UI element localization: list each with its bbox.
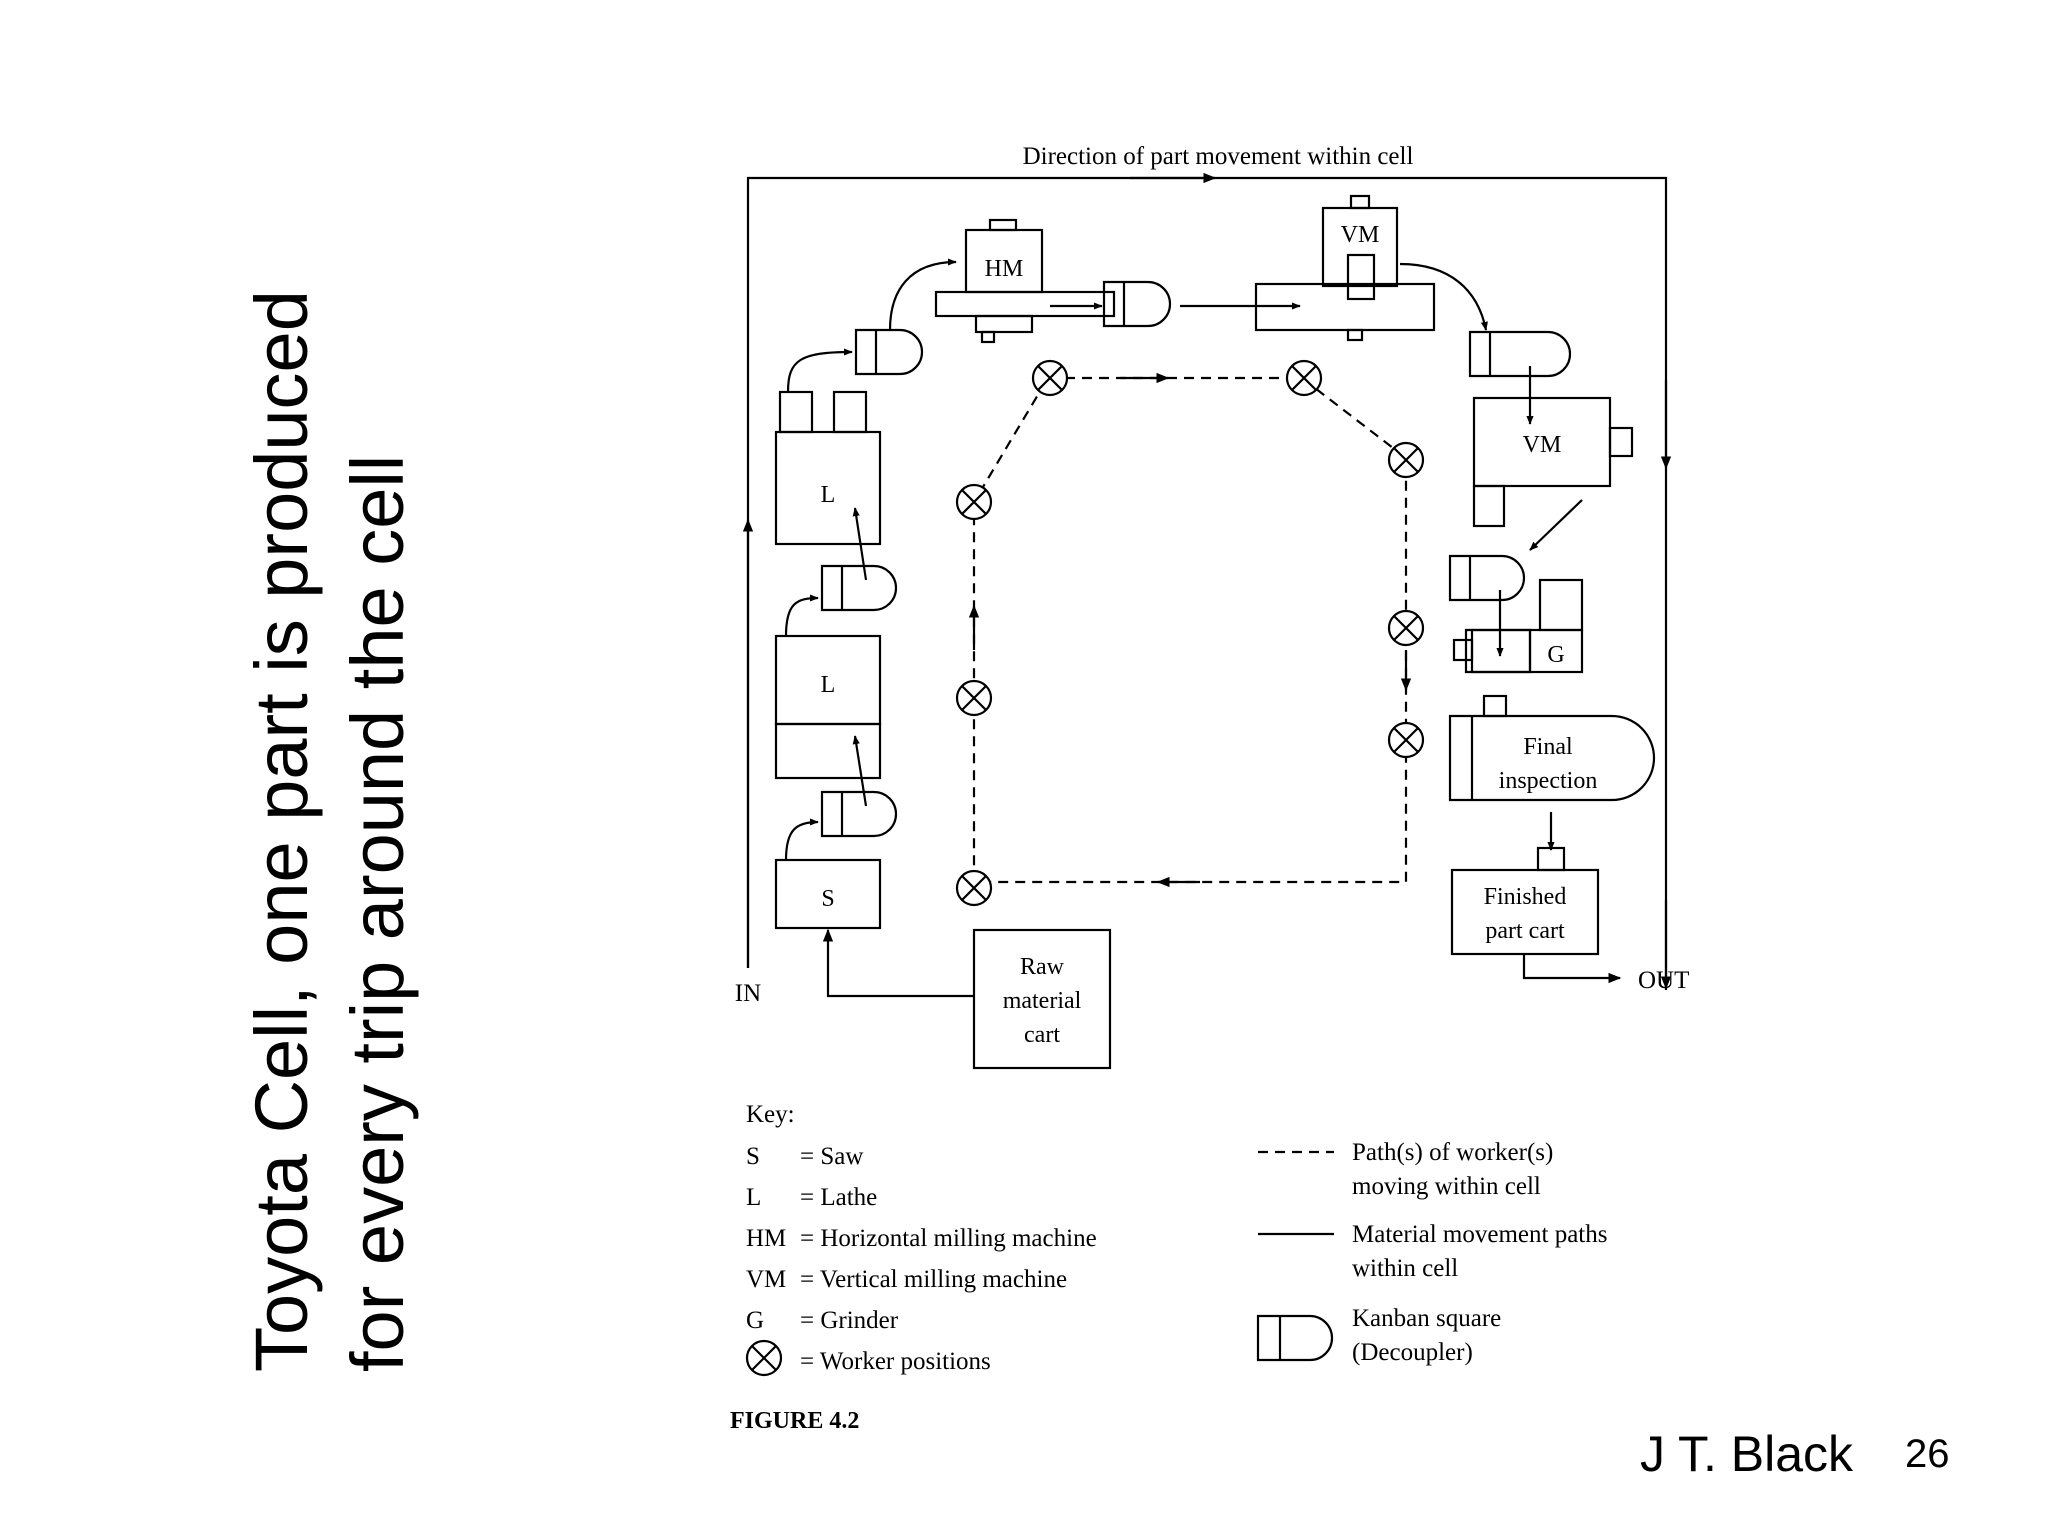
finished-cart-tab [1536, 846, 1566, 872]
lathe-top-chuck-right [832, 390, 868, 434]
vm-top-spindle [1346, 253, 1376, 301]
figure-caption: FIGURE 4.2 [730, 1408, 859, 1430]
material-loop-line [746, 176, 1668, 990]
grinder-machine [1470, 628, 1584, 674]
finished-cart-label-1: Finished [1484, 884, 1567, 910]
title-line-1: Toyota Cell, one part is produced [240, 290, 323, 1372]
worker-path [972, 376, 1408, 884]
flow-saw-to-kanban [784, 818, 819, 861]
legend-text: within cell [1352, 1255, 1458, 1282]
cart-to-out-path [1522, 954, 1622, 984]
hm-base [974, 314, 1034, 334]
key-code: L [746, 1184, 761, 1211]
key-desc: = Grinder [800, 1307, 899, 1334]
legend-worker-icon [745, 1339, 783, 1377]
legend-text: Material movement paths [1352, 1221, 1607, 1248]
lathe-top-chuck-left [778, 390, 814, 434]
kanban-square [1102, 280, 1172, 328]
key-desc: = Horizontal milling machine [800, 1225, 1097, 1252]
final-inspection-label-1: Final [1523, 734, 1573, 760]
raw-cart-label-2: material [1003, 988, 1082, 1014]
kanban-square [820, 564, 898, 612]
worker-position [955, 483, 993, 521]
final-inspection-tab [1482, 694, 1508, 718]
kanban-square [1448, 554, 1526, 602]
vm-right-leg [1472, 484, 1506, 528]
author: J T. Black [1640, 1426, 1854, 1482]
key-desc: = Worker positions [800, 1348, 991, 1375]
out-label: OUT [1638, 967, 1689, 994]
vm-right-tab [1608, 426, 1634, 458]
final-inspection-label-2: inspection [1499, 768, 1598, 794]
legend-text: Path(s) of worker(s) [1352, 1139, 1553, 1166]
worker-position [1387, 609, 1425, 647]
kanban-square [854, 328, 924, 376]
toyota-cell-diagram: Direction of part movement within cell I… [730, 143, 1689, 1430]
raw-to-saw-path [822, 928, 974, 998]
worker-position [1031, 359, 1069, 397]
hm-table [934, 290, 1116, 318]
saw-label: S [821, 886, 834, 912]
vm-top-label: VM [1341, 222, 1380, 248]
legend-text: moving within cell [1352, 1173, 1541, 1200]
worker-position [1387, 441, 1425, 479]
saw-machine [774, 858, 882, 930]
key-code: G [746, 1307, 764, 1334]
worker-position [1285, 359, 1323, 397]
legend-text: Kanban square [1352, 1305, 1501, 1332]
key-code: HM [746, 1225, 786, 1252]
direction-label: Direction of part movement within cell [1023, 143, 1414, 170]
key-desc: = Lathe [800, 1184, 877, 1211]
worker-position [955, 869, 993, 907]
lathe-top-label: L [821, 482, 836, 508]
lathe-bottom-base [774, 722, 882, 780]
kanban-square [820, 790, 898, 838]
title-line-2: for every trip around the cell [336, 454, 419, 1372]
key-code: S [746, 1143, 760, 1170]
in-label: IN [735, 980, 761, 1007]
vm-top-foot [1346, 328, 1364, 342]
hm-label: HM [985, 256, 1024, 282]
flow-lathe-bottom-to-kanban [784, 594, 819, 637]
flow-vm-right-to-kanban [1529, 499, 1583, 551]
flow-kanban-to-lathe-top [852, 507, 868, 581]
vm-right-label: VM [1523, 432, 1562, 458]
lathe-bottom-label: L [821, 672, 836, 698]
flow-lathe-to-kanban [786, 348, 853, 393]
legend-text: (Decoupler) [1352, 1339, 1473, 1366]
key-title: Key: [746, 1101, 795, 1128]
raw-material-cart [972, 928, 1112, 1070]
hm-top-tab [988, 218, 1018, 232]
flow-kanban-to-hm [888, 258, 957, 331]
key-code: VM [746, 1266, 786, 1293]
raw-cart-label-3: cart [1024, 1022, 1060, 1048]
page-number: 26 [1905, 1432, 1950, 1476]
key-desc: = Saw [800, 1143, 863, 1170]
raw-cart-label-1: Raw [1020, 954, 1065, 980]
finished-cart-label-2: part cart [1485, 918, 1565, 944]
legend-kanban-icon [1256, 1314, 1334, 1362]
flow-kanban-to-lathe-bottom [852, 735, 868, 807]
slide-title: Toyota Cell, one part is produced for ev… [234, 290, 654, 1372]
kanban-square [1464, 628, 1532, 674]
grinder-side-tab [1452, 638, 1474, 662]
hm-foot [980, 330, 996, 344]
vm-top-tab [1349, 194, 1371, 210]
worker-position [955, 679, 993, 717]
key-desc: = Vertical milling machine [800, 1266, 1067, 1293]
grinder-label: G [1547, 642, 1564, 668]
grinder-top [1538, 578, 1584, 632]
flow-vm-to-kanban [1399, 262, 1488, 331]
lathe-top-machine [774, 430, 882, 546]
kanban-square [1468, 330, 1572, 378]
worker-position [1387, 721, 1425, 759]
final-inspection-station [1448, 714, 1656, 802]
